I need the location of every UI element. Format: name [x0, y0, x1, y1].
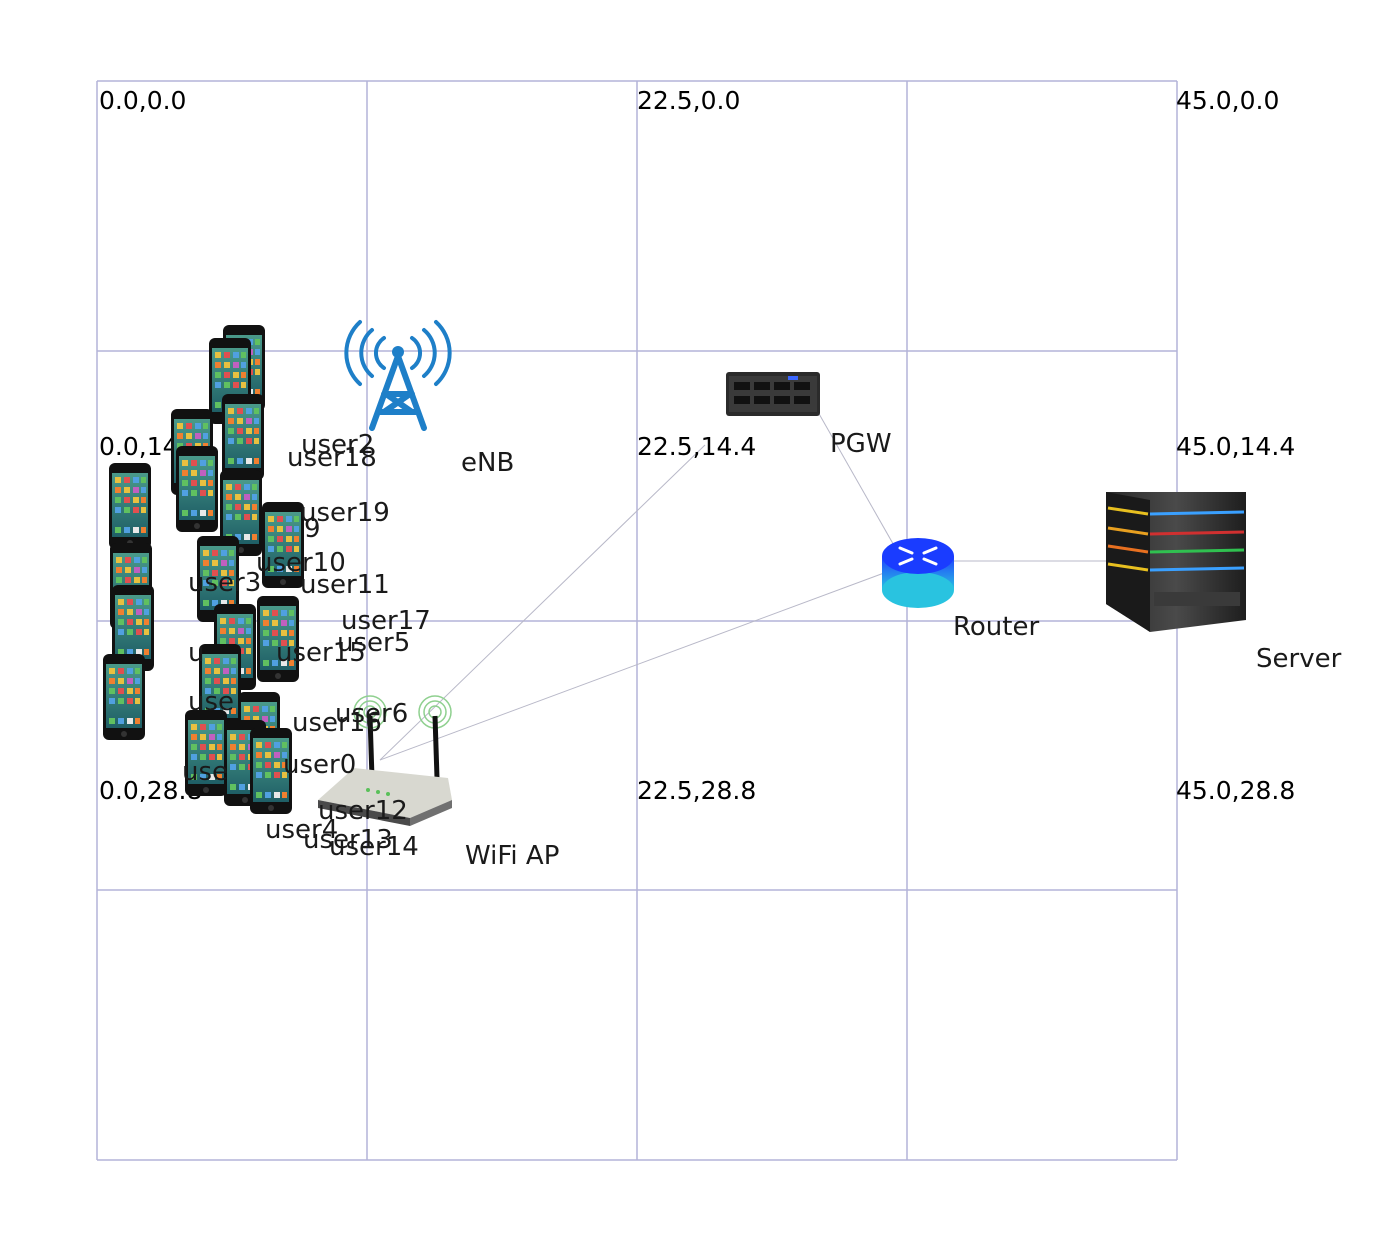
user-labels: user2 user18 user19 9 user10 user3 user1… [182, 430, 431, 862]
smartphone-icon[interactable] [103, 654, 145, 740]
user-label: user13 [303, 825, 393, 855]
user-label: user5 [337, 628, 410, 658]
cell-tower-icon [344, 320, 452, 431]
smartphone-icon[interactable] [222, 394, 264, 480]
server-label: Server [1256, 644, 1342, 674]
server-node[interactable]: Server [1106, 492, 1342, 674]
smartphone-icon[interactable] [109, 463, 151, 549]
coord-label: 22.5,14.4 [637, 432, 756, 461]
user-label: user3 [188, 568, 261, 598]
smartphone-icon[interactable] [176, 446, 218, 532]
user-label: user4 [265, 815, 338, 845]
network-switch-icon [726, 372, 820, 416]
user-label: user15 [276, 638, 366, 668]
wifi-router-icon [318, 695, 452, 826]
pgw-label: PGW [830, 429, 892, 459]
router-label: Router [953, 612, 1039, 642]
wifi-ap-label: WiFi AP [465, 841, 559, 871]
user-label: u [188, 638, 204, 668]
coordinate-labels: 0.0,0.0 22.5,0.0 45.0,0.0 0.0,14.4 22.5,… [99, 86, 1295, 805]
user-label: user17 [341, 606, 431, 636]
coord-label: 45.0,14.4 [1176, 432, 1295, 461]
user-label: user2 [301, 430, 374, 460]
user-label: user12 [318, 796, 408, 826]
user-label: 9 [304, 514, 321, 544]
pgw-node[interactable]: PGW [726, 372, 892, 459]
router-node[interactable]: Router [882, 538, 1039, 642]
wifi-ap-node[interactable]: WiFi AP [318, 695, 559, 871]
enb-label: eNB [461, 448, 514, 478]
coord-label: 22.5,28.8 [637, 776, 756, 805]
server-rack-icon [1106, 492, 1246, 632]
user-label: user0 [283, 750, 356, 780]
user-label: user19 [300, 498, 390, 528]
user-label: user11 [300, 570, 390, 600]
user-label: use [188, 687, 234, 717]
link-pgw-router [817, 411, 901, 557]
enb-node[interactable]: eNB [344, 320, 514, 478]
coord-label: 45.0,0.0 [1176, 86, 1279, 115]
link-wifi-pgw [379, 444, 706, 761]
user-label: use [182, 757, 228, 787]
user-label: user10 [256, 548, 346, 578]
user-label: user16 [292, 708, 382, 738]
coord-label: 0.0,0.0 [99, 86, 186, 115]
coord-label: 45.0,28.8 [1176, 776, 1295, 805]
user-label: user6 [335, 699, 408, 729]
router-icon [882, 538, 954, 608]
user-label: user18 [287, 443, 377, 473]
user-label: user14 [329, 832, 419, 862]
coord-label: 22.5,0.0 [637, 86, 740, 115]
link-wifi-router [379, 572, 885, 761]
